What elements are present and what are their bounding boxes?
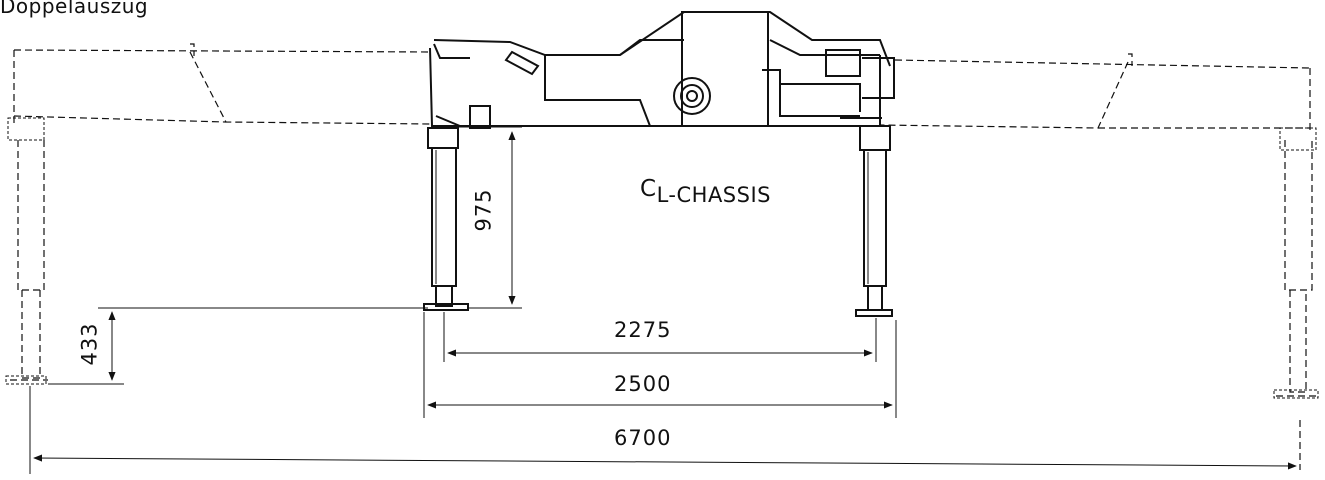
centerline-text: -CHASSIS [668, 183, 771, 207]
dimension-975: 975 [471, 188, 496, 232]
centerline-symbol: C [640, 176, 657, 202]
right-support-leg [855, 125, 893, 317]
dimension-433: 433 [77, 322, 102, 366]
dimension-lines [29, 126, 1297, 474]
chassis-centerline-label: CL-CHASSIS [640, 176, 771, 207]
pivot-hub [673, 77, 711, 115]
dimension-2275: 2275 [614, 318, 672, 342]
drawing-title: Doppelauszug [0, 0, 149, 18]
outrigger-body [429, 11, 895, 129]
dimension-2500: 2500 [614, 372, 672, 396]
extended-pads [5, 117, 1319, 399]
dimension-6700: 6700 [614, 426, 672, 450]
left-support-leg [423, 127, 469, 311]
extended-outline [10, 43, 1316, 470]
centerline-subscript: L [656, 183, 669, 207]
